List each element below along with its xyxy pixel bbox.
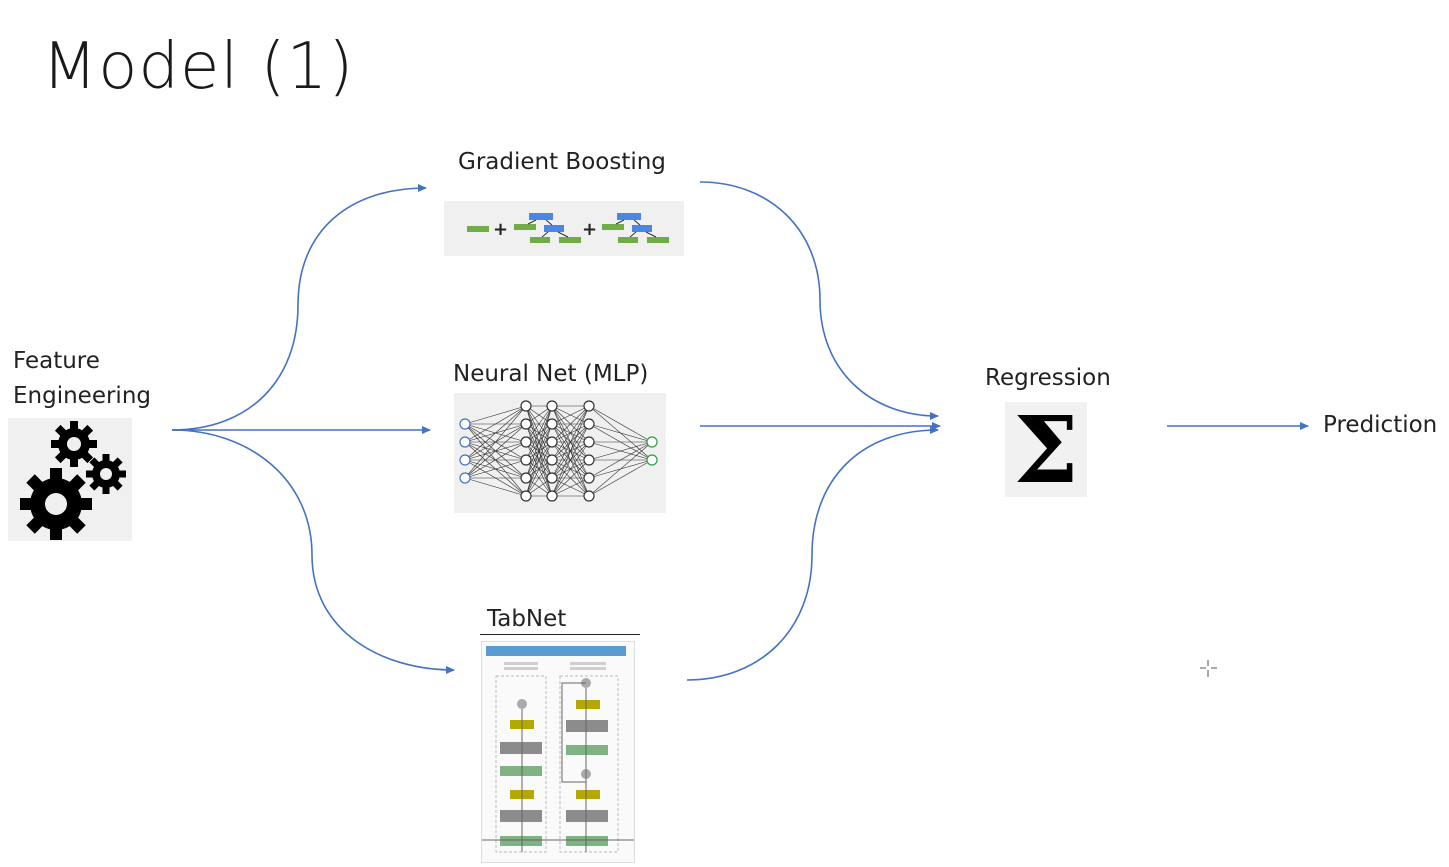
gradient-boosting-label: Gradient Boosting bbox=[458, 149, 666, 175]
nn-node bbox=[646, 454, 658, 466]
arrow-to-gradient-boosting bbox=[171, 184, 427, 431]
nn-node bbox=[520, 418, 532, 430]
nn-node bbox=[583, 400, 595, 412]
cursor-crosshair-icon bbox=[1200, 660, 1217, 677]
nn-node bbox=[459, 418, 471, 430]
nn-node bbox=[546, 472, 558, 484]
svg-text:+: + bbox=[493, 219, 508, 240]
nn-node bbox=[459, 454, 471, 466]
prediction-label: Prediction bbox=[1323, 412, 1438, 438]
nn-node bbox=[583, 418, 595, 430]
nn-node bbox=[583, 454, 595, 466]
nn-node bbox=[459, 472, 471, 484]
nn-node bbox=[646, 436, 658, 448]
tabnet-architecture-icon bbox=[481, 641, 635, 863]
nn-node bbox=[546, 400, 558, 412]
gears-icon bbox=[8, 418, 132, 541]
nn-node bbox=[546, 490, 558, 502]
nn-node bbox=[520, 472, 532, 484]
sigma-symbol: Σ bbox=[1013, 395, 1079, 504]
nn-node bbox=[546, 418, 558, 430]
slide-title: Model (1) bbox=[42, 30, 355, 104]
arrow-tabnet-to-regression bbox=[686, 426, 939, 681]
feature-label-line2: Engineering bbox=[13, 383, 151, 409]
nn-node bbox=[546, 436, 558, 448]
feature-label-line1: Feature bbox=[13, 348, 100, 374]
arrow-to-tabnet bbox=[171, 429, 455, 674]
nn-node bbox=[459, 436, 471, 448]
nn-node bbox=[546, 454, 558, 466]
nn-node bbox=[583, 490, 595, 502]
nn-node bbox=[520, 490, 532, 502]
tabnet-label: TabNet bbox=[480, 606, 640, 635]
nn-node bbox=[583, 436, 595, 448]
nn-node bbox=[520, 454, 532, 466]
nn-node bbox=[520, 436, 532, 448]
svg-text:+: + bbox=[582, 219, 597, 240]
nn-node bbox=[583, 472, 595, 484]
mlp-label: Neural Net (MLP) bbox=[453, 361, 649, 387]
boosted-trees-icon: + + bbox=[444, 201, 684, 256]
arrow-gbm-to-regression bbox=[699, 181, 939, 420]
neural-network-icon bbox=[454, 393, 666, 513]
sigma-icon: Σ bbox=[1005, 402, 1087, 497]
regression-label: Regression bbox=[985, 365, 1111, 391]
nn-node bbox=[520, 400, 532, 412]
